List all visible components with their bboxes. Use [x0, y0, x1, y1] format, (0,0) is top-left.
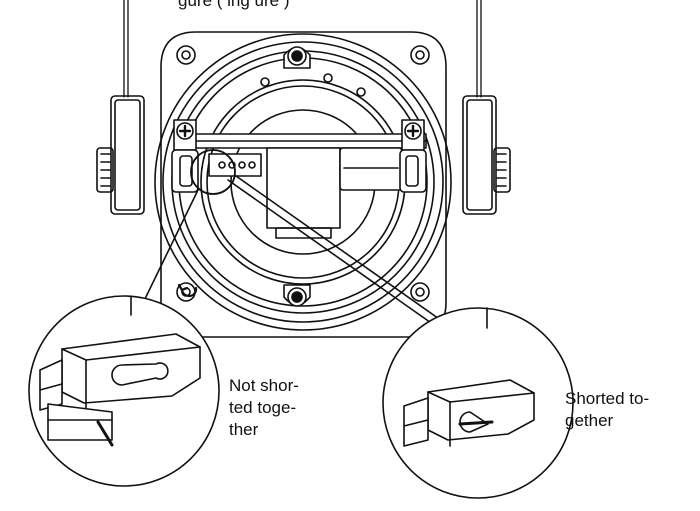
circuit-board [177, 133, 427, 239]
jumper-highlight-circle [190, 149, 236, 195]
left-screw-terminal [171, 119, 199, 193]
bottom-screw-lug [283, 284, 311, 307]
caption-not-shorted: Not shor- ted toge- ther [229, 376, 299, 439]
jumper-open [39, 333, 201, 447]
rotate-symbol-icon [177, 283, 198, 298]
left-bracket [96, 95, 145, 215]
right-screw-terminal [399, 119, 427, 193]
right-bracket [462, 95, 511, 215]
ring-small-holes [260, 73, 366, 97]
figure-header-text: gure ( ing ure ) [178, 0, 290, 10]
top-screw-lug [283, 46, 311, 69]
caption-shorted: Shorted to- gether [565, 389, 650, 430]
left-inset [28, 295, 220, 487]
jumper-closed [403, 379, 535, 447]
leader-lines [141, 175, 453, 333]
right-inset [382, 307, 574, 499]
suspension-wires [123, 0, 482, 98]
